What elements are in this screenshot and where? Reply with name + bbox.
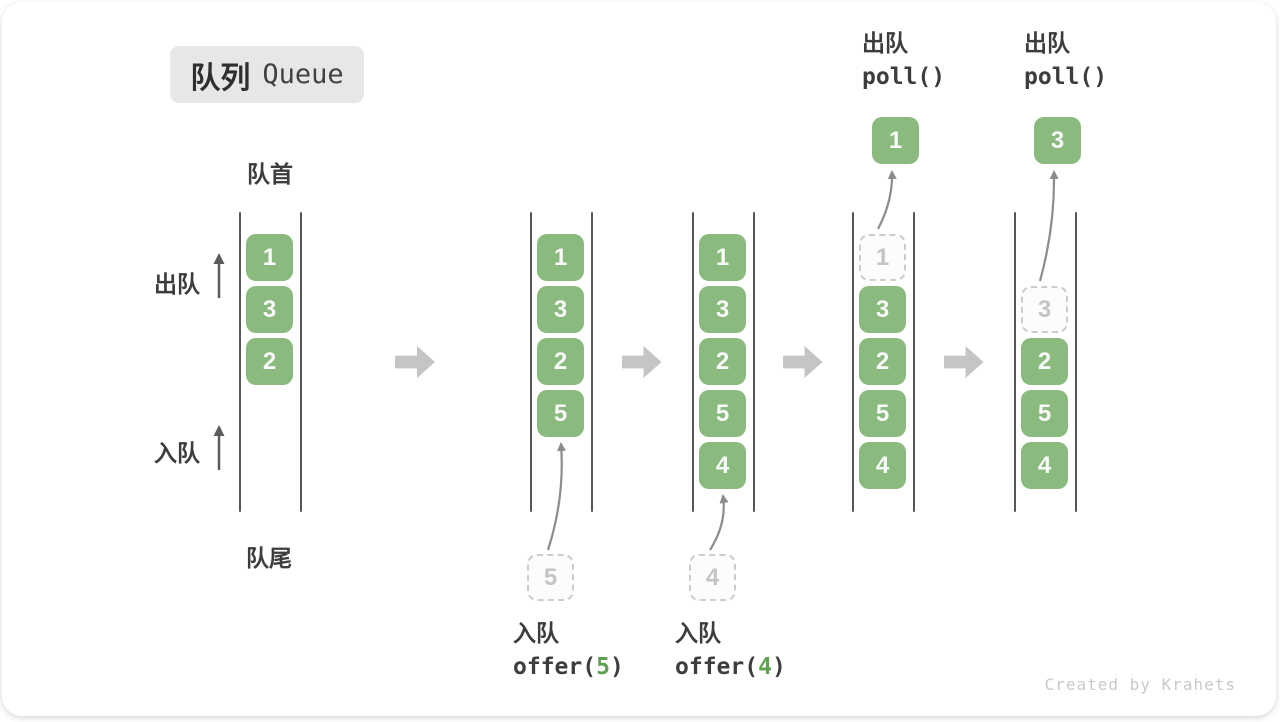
operation-label-code: poll() [862,64,946,90]
code-suffix: ) [771,654,786,680]
queue-slot-box: 2 [699,338,746,385]
queue-slot-box: 1 [537,234,584,281]
dequeue-arrow [1038,170,1059,282]
operation-label-zh: 出队 [1024,30,1070,56]
queue-wall [1075,212,1077,512]
operation-label-dequeue: 出队 poll() [1024,32,1107,89]
queue-slot-box: 3 [859,286,906,333]
dequeue-arrow [877,170,897,230]
queue-wall [300,212,302,512]
incoming-element-box: 5 [527,554,574,601]
state-transition-arrow [621,346,662,378]
code-prefix: offer( [513,654,597,680]
queue-slot-box: 5 [699,390,746,437]
operation-label-enqueue: 入队 offer(5) [513,622,624,679]
label-queue-front: 队首 [247,161,293,187]
enqueue-arrow [709,494,729,551]
code-suffix: ) [609,654,624,680]
operation-label-code: offer(4) [675,656,786,679]
outgoing-element-box: 1 [872,117,919,164]
queue-slot-box: 4 [699,442,746,489]
queue-wall [1014,212,1016,512]
queue-slot-box: 2 [859,338,906,385]
label-enqueue-side: 入队 [154,440,200,466]
enqueue-arrow [546,442,567,551]
queue-slot-box: 4 [1021,442,1068,489]
operation-label-zh: 入队 [513,620,559,646]
queue-slot-ghost: 1 [859,234,906,281]
queue-slot-box: 3 [246,286,293,333]
title-badge: 队列 Queue [170,46,364,103]
title-zh: 队列 [190,61,251,95]
code-argument: 5 [596,654,610,680]
title-en: Queue [262,59,344,90]
state-transition-arrow [782,346,823,378]
label-dequeue-side: 出队 [154,271,200,297]
queue-slot-box: 3 [537,286,584,333]
queue-wall [239,212,241,512]
label-queue-rear: 队尾 [246,545,292,571]
queue-wall [913,212,915,512]
queue-wall [530,212,532,512]
queue-slot-box: 1 [246,234,293,281]
operation-label-code: poll() [1024,64,1108,90]
state-transition-arrow [943,346,984,378]
queue-slot-box: 5 [859,390,906,437]
incoming-element-box: 4 [689,554,736,601]
queue-slot-box: 1 [699,234,746,281]
operation-label-dequeue: 出队 poll() [862,32,945,89]
queue-slot-box: 2 [537,338,584,385]
operation-label-enqueue: 入队 offer(4) [675,622,786,679]
state-transition-arrow [395,346,435,378]
queue-slot-box: 4 [859,442,906,489]
queue-slot-box: 5 [537,390,584,437]
queue-wall [852,212,854,512]
outgoing-element-box: 3 [1034,117,1081,164]
operation-label-zh: 入队 [675,620,721,646]
operation-label-zh: 出队 [862,30,908,56]
queue-slot-box: 5 [1021,390,1068,437]
queue-slot-ghost: 3 [1021,286,1068,333]
queue-wall [591,212,593,512]
code-argument: 4 [758,654,772,680]
queue-slot-box: 3 [699,286,746,333]
watermark: Created by Krahets [1044,675,1236,694]
queue-slot-box: 2 [246,338,293,385]
queue-wall [692,212,694,512]
queue-slot-box: 2 [1021,338,1068,385]
queue-wall [753,212,755,512]
code-prefix: offer( [675,654,759,680]
operation-label-code: offer(5) [513,656,624,679]
